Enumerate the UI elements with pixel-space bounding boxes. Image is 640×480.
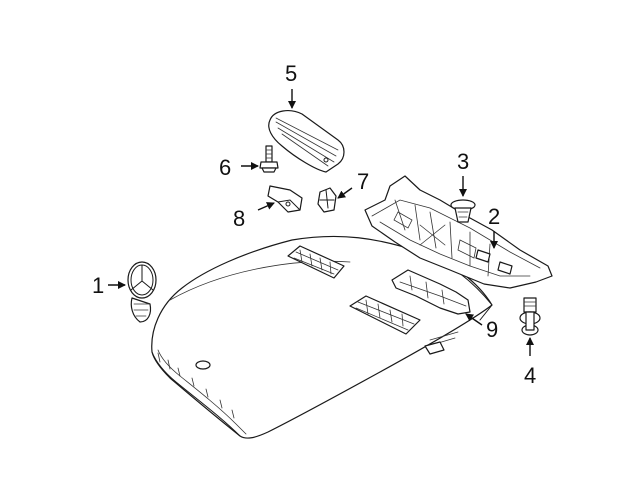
- callout-label-1: 1: [92, 273, 104, 298]
- hinge-bracket: [267, 185, 303, 213]
- hood-emblem: [127, 261, 157, 323]
- callout-label-3: 3: [457, 149, 469, 174]
- callout-label-5: 5: [285, 61, 297, 86]
- leader-arrow-8: [257, 202, 275, 211]
- leader-arrow-7: [337, 187, 353, 199]
- callout-label-7: 7: [357, 169, 369, 194]
- callout-labels: 1 2 3 4 5 6 7 8 9: [92, 61, 536, 388]
- callout-label-2: 2: [488, 204, 500, 229]
- bolt: [259, 145, 279, 173]
- hood-mat: [268, 110, 345, 173]
- seal-strip: [391, 269, 471, 315]
- leader-arrow-9: [465, 313, 483, 326]
- callout-label-4: 4: [524, 363, 536, 388]
- callout-label-9: 9: [486, 317, 498, 342]
- leader-arrows: [108, 89, 534, 356]
- rubber-grommet: [519, 297, 541, 336]
- hood-vent-right: [349, 295, 421, 335]
- hood-vent-left: [287, 245, 345, 279]
- push-fastener: [450, 199, 476, 223]
- callout-label-6: 6: [219, 155, 231, 180]
- cowl-panel: [364, 175, 553, 289]
- retainer-clip: [317, 187, 337, 213]
- callout-label-8: 8: [233, 206, 245, 231]
